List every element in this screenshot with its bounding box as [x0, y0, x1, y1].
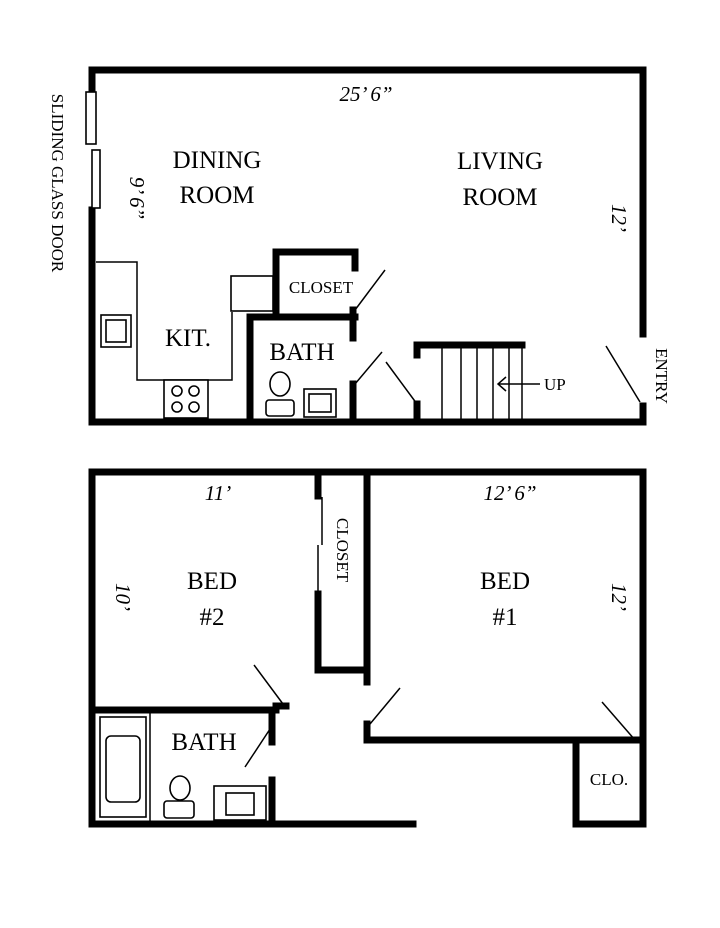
bedroom-closet-walls	[314, 468, 371, 686]
dining-depth-dimension: 9’ 6”	[125, 177, 149, 220]
upper-closet-label: CLOSET	[289, 278, 354, 297]
upper-bath-fixtures	[265, 371, 337, 418]
kitchen-label: KIT.	[165, 325, 211, 352]
lower-floor: BED #2 BED #1 BATH CLOSET CLO. 11’ 10’ 1…	[88, 468, 647, 828]
living-room-label-2: ROOM	[462, 184, 537, 211]
up-arrow-icon	[496, 376, 540, 392]
bed2-width-dimension: 11’	[205, 481, 231, 505]
sliding-door-label: SLIDING GLASS DOOR	[48, 94, 67, 273]
living-room-label: LIVING	[457, 148, 543, 175]
staircase	[441, 345, 540, 422]
dining-room-label: DINING	[173, 147, 262, 174]
dining-room-label-2: ROOM	[179, 182, 254, 209]
toilet-lower	[163, 775, 195, 819]
bathtub	[99, 716, 147, 818]
upper-width-dimension: 25’ 6”	[339, 82, 392, 106]
small-closet-label: CLO.	[590, 770, 628, 789]
bedroom-closet-label: CLOSET	[333, 518, 352, 583]
bed2-number-label: #2	[200, 604, 225, 631]
bed1-depth-dimension: 12’	[607, 583, 631, 611]
bed1-width-dimension: 12’ 6”	[483, 481, 536, 505]
stove	[163, 379, 209, 419]
lower-bath-walls	[88, 702, 290, 828]
upper-bath-label: BATH	[269, 339, 334, 366]
upper-interior-walls	[246, 248, 526, 426]
upper-outer-walls	[88, 66, 647, 426]
toilet-upper	[265, 371, 295, 417]
bed1-label: BED	[480, 568, 530, 595]
stairs-up-label: UP	[544, 375, 566, 394]
sliding-glass-door	[85, 91, 101, 209]
lower-bath-label: BATH	[171, 729, 236, 756]
bed1-south-wall	[363, 720, 580, 744]
living-depth-dimension: 12’	[607, 204, 631, 232]
vanity-upper	[303, 388, 337, 418]
bed1-number-label: #1	[493, 604, 518, 631]
upper-door-swings	[354, 269, 641, 405]
kitchen-fixtures	[96, 261, 274, 419]
upper-floor: DINING ROOM LIVING ROOM KIT. BATH CLOSET…	[48, 66, 671, 426]
lower-door-swings	[244, 664, 636, 768]
vanity-lower	[213, 785, 267, 821]
entry-label: ENTRY	[652, 348, 671, 404]
bed2-label: BED	[187, 568, 237, 595]
lower-bath-fixtures	[99, 713, 267, 821]
bed2-depth-dimension: 10’	[111, 583, 135, 611]
kitchen-sink	[100, 314, 132, 348]
